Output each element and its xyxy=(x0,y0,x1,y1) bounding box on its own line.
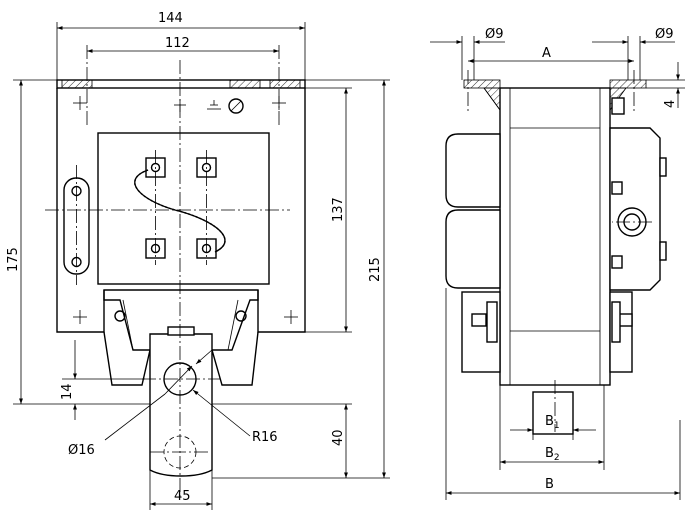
top-plate xyxy=(56,79,306,89)
side-view xyxy=(445,70,667,435)
dim-14: 14 xyxy=(60,383,75,400)
dim-144: 144 xyxy=(158,11,183,26)
dim-b2-sub: 2 xyxy=(554,453,560,463)
side-dimensions: Ø9 Ø9 A 4 B1 B2 B xyxy=(430,27,685,500)
pivot-boss xyxy=(149,350,213,477)
dim-a: A xyxy=(542,46,551,61)
dim-175: 175 xyxy=(6,247,21,272)
core-stack xyxy=(499,87,611,386)
dim-b1: B1 xyxy=(545,414,560,431)
bottom-foot xyxy=(532,391,574,435)
flexible-braid xyxy=(134,169,226,253)
front-dimensions: 144 112 175 137 215 14 40 45 xyxy=(6,11,390,510)
dim-45: 45 xyxy=(174,489,191,504)
dim-b1-sub: 1 xyxy=(554,421,560,431)
frame-outline xyxy=(56,88,306,333)
dim-4: 4 xyxy=(663,100,678,108)
dim-b: B xyxy=(545,477,554,492)
dim-137: 137 xyxy=(331,197,346,222)
core-block xyxy=(97,132,270,285)
dim-112: 112 xyxy=(165,36,190,51)
front-view xyxy=(45,45,306,500)
dim-d9-right: Ø9 xyxy=(655,27,674,42)
dim-b2: B2 xyxy=(545,446,560,463)
dim-d16: Ø16 xyxy=(68,443,95,458)
dim-r16: R16 xyxy=(252,430,278,445)
dim-40: 40 xyxy=(331,429,346,446)
coil-left xyxy=(445,133,501,208)
dim-215: 215 xyxy=(368,257,383,282)
dim-d9-left: Ø9 xyxy=(485,27,504,42)
